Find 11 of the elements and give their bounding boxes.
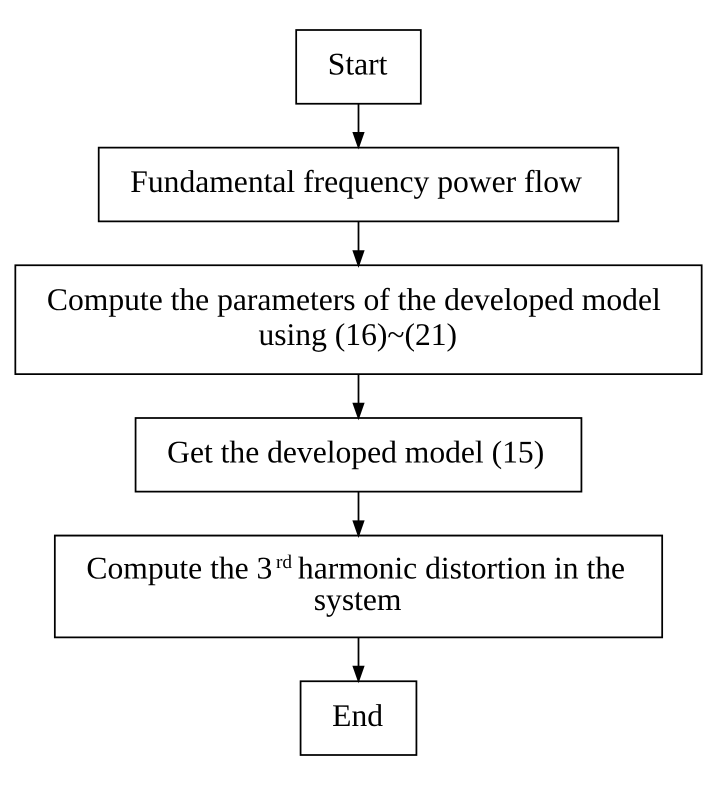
arrow: [352, 222, 365, 268]
arrow: [352, 104, 365, 150]
arrow: [352, 492, 365, 538]
node-box: Compute the 3$^{rd}$ harmonic distortion in the system: [54, 534, 664, 638]
arrow: [352, 637, 365, 684]
node-box: Compute the parameters of the developed model using (16)~(21): [14, 264, 703, 375]
node-box: Start: [295, 29, 422, 105]
node-box: Fundamental frequency power flow: [98, 146, 620, 222]
node-box: Get the developed model (15): [134, 417, 582, 493]
node-box: End: [300, 680, 418, 756]
arrow: [352, 374, 365, 420]
